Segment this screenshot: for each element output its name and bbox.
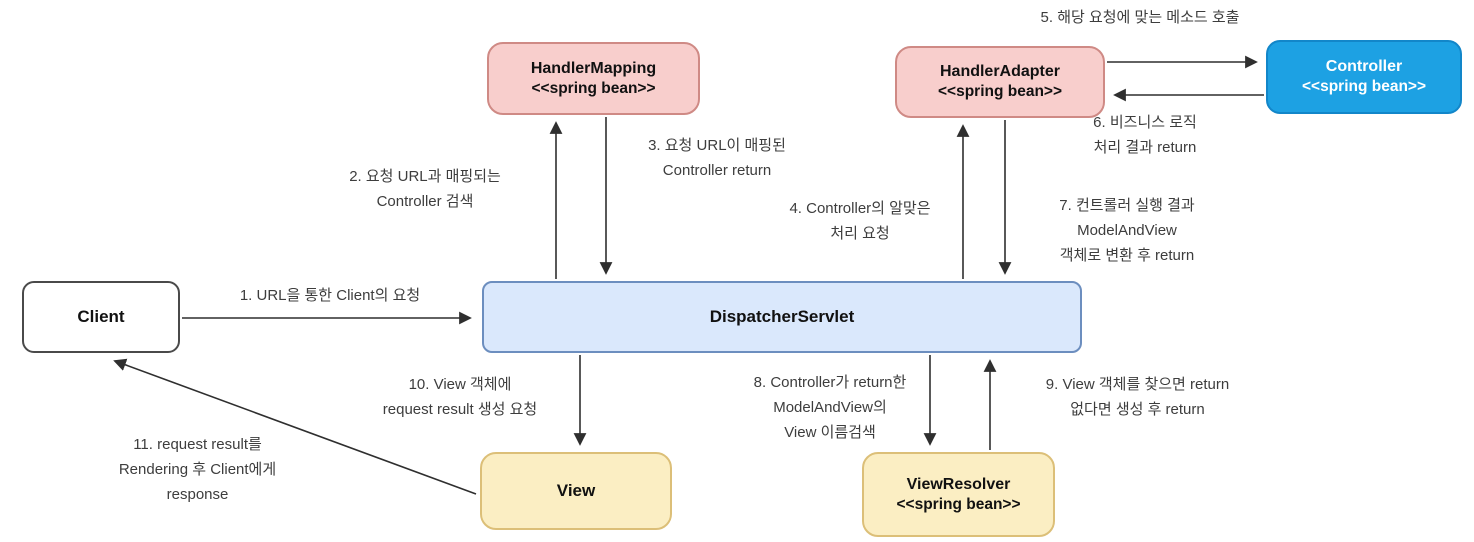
node-dispatcher-servlet: DispatcherServlet: [482, 281, 1082, 353]
label-step-7: 7. 컨트롤러 실행 결과 ModelAndView 객체로 변환 후 retu…: [1059, 197, 1195, 264]
label-step-11: 11. request result를 Rendering 후 Client에게…: [118, 436, 277, 503]
label-step-2: 2. 요청 URL과 매핑되는 Controller 검색: [349, 168, 501, 210]
arrow-view-to-client: [113, 358, 477, 495]
node-view-resolver-title: ViewResolver: [906, 475, 1011, 493]
label-step-3: 3. 요청 URL이 매핑된 Controller return: [648, 137, 786, 179]
node-handler-adapter: HandlerAdapter <<spring bean>>: [895, 46, 1105, 118]
node-view-resolver: ViewResolver <<spring bean>>: [862, 452, 1055, 537]
node-view: View: [480, 452, 672, 530]
label-step-8: 8. Controller가 return한 ModelAndView의 Vie…: [753, 374, 907, 441]
label-step-10: 10. View 객체에 request result 생성 요청: [382, 376, 538, 418]
node-handler-mapping-stereotype: <<spring bean>>: [531, 79, 656, 97]
node-handler-adapter-stereotype: <<spring bean>>: [937, 83, 1063, 101]
node-view-title: View: [556, 481, 596, 501]
label-step-6: 6. 비즈니스 로직 처리 결과 return: [1093, 114, 1197, 156]
node-client: Client: [22, 281, 180, 353]
node-handler-mapping: HandlerMapping <<spring bean>>: [487, 42, 700, 115]
label-step-5: 5. 해당 요청에 맞는 메소드 호출: [1040, 9, 1240, 26]
label-step-9: 9. View 객체를 찾으면 return 없다면 생성 후 return: [1045, 376, 1230, 418]
label-step-4: 4. Controller의 알맞은 처리 요청: [789, 200, 931, 242]
node-view-resolver-stereotype: <<spring bean>>: [896, 495, 1021, 513]
node-controller: Controller <<spring bean>>: [1266, 40, 1462, 114]
node-handler-adapter-title: HandlerAdapter: [939, 63, 1061, 81]
node-controller-stereotype: <<spring bean>>: [1301, 78, 1427, 96]
label-step-1: 1. URL을 통한 Client의 요청: [239, 287, 421, 304]
node-controller-title: Controller: [1325, 58, 1403, 76]
node-dispatcher-servlet-title: DispatcherServlet: [709, 307, 855, 327]
node-client-title: Client: [77, 307, 125, 327]
node-handler-mapping-title: HandlerMapping: [530, 59, 657, 77]
